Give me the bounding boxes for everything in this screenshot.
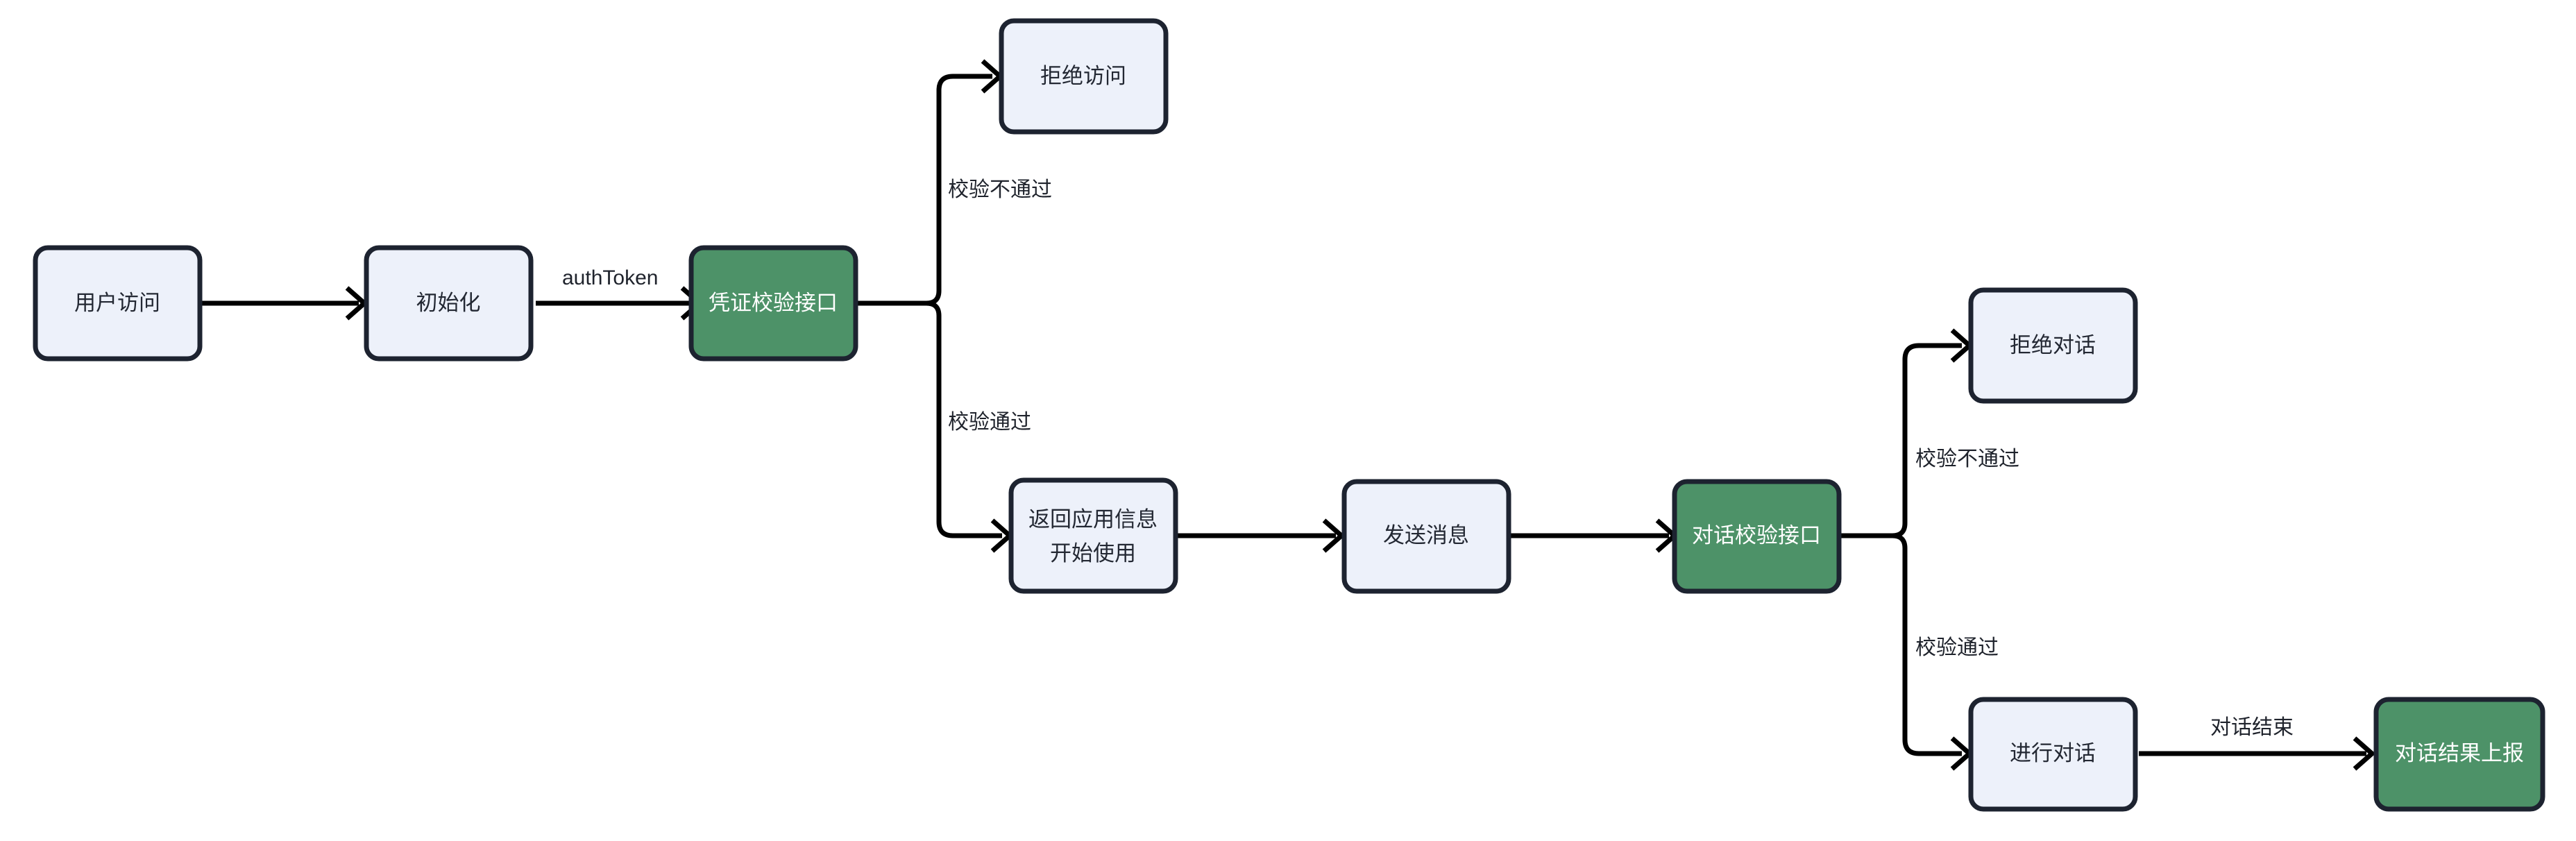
- node-label-reject-dialog: 拒绝对话: [2010, 333, 2096, 357]
- node-label-dialog-check-api: 对话校验接口: [1692, 523, 1821, 547]
- edge-label-authtoken: authToken: [562, 266, 658, 289]
- node-label-return-app-info-line1: 返回应用信息: [1028, 507, 1158, 532]
- node-shape[interactable]: [1341, 479, 1511, 594]
- node-credential-api[interactable]: 凭证校验接口: [688, 245, 858, 362]
- node-label-send-message: 发送消息: [1383, 523, 1469, 547]
- edge-label-credential-fail: 校验不通过: [948, 178, 1052, 201]
- edge-label-dialog-pass: 校验通过: [1915, 636, 1999, 659]
- node-label-return-app-info-line2: 开始使用: [1050, 541, 1136, 566]
- edge-do-dialog-to-report-result: 对话结束: [2139, 716, 2376, 771]
- edge-credential-api-to-return-app-info: 校验通过: [926, 300, 1031, 553]
- node-shape[interactable]: [688, 245, 858, 362]
- edge-return-app-info-to-send-message: [1178, 518, 1346, 553]
- node-label-report-result: 对话结果上报: [2395, 741, 2524, 765]
- node-shape[interactable]: [1968, 287, 2138, 404]
- node-user-access[interactable]: 用户访问: [33, 245, 203, 362]
- edge-line: [926, 300, 1002, 538]
- edge-send-message-to-dialog-check-api: [1511, 518, 1679, 553]
- edge-label-dialog-fail: 校验不通过: [1915, 448, 2019, 470]
- arrow-head-icon: [1322, 518, 1346, 553]
- node-deny-access[interactable]: 拒绝访问: [999, 18, 1169, 135]
- edge-user-access-to-initialize: [201, 286, 368, 321]
- node-shape[interactable]: [1672, 479, 1842, 594]
- node-shape[interactable]: [1008, 477, 1178, 594]
- node-initialize[interactable]: 初始化: [364, 245, 534, 362]
- edge-initialize-to-credential-api: authToken: [536, 266, 704, 321]
- node-label-deny-access: 拒绝访问: [1040, 64, 1126, 88]
- node-label-do-dialog: 进行对话: [2010, 741, 2096, 765]
- edge-credential-api-to-deny-access: 校验不通过: [926, 59, 1052, 306]
- node-label-initialize: 初始化: [416, 291, 481, 315]
- node-send-message[interactable]: 发送消息: [1341, 479, 1511, 594]
- node-shape[interactable]: [1968, 697, 2138, 812]
- node-label-credential-api: 凭证校验接口: [709, 291, 838, 315]
- edge-line: [926, 74, 992, 306]
- node-shape[interactable]: [33, 245, 203, 362]
- node-shape[interactable]: [999, 18, 1169, 135]
- node-shape[interactable]: [2373, 697, 2545, 812]
- node-reject-dialog[interactable]: 拒绝对话: [1968, 287, 2138, 404]
- arrow-head-icon: [2353, 736, 2376, 771]
- edge-line: [1892, 343, 1962, 538]
- edge-label-dialog-end: 对话结束: [2210, 716, 2294, 739]
- edge-label-credential-pass: 校验通过: [948, 411, 1031, 434]
- node-shape[interactable]: [364, 245, 534, 362]
- node-do-dialog[interactable]: 进行对话: [1968, 697, 2138, 812]
- node-label-user-access: 用户访问: [74, 291, 160, 315]
- edge-line: [1892, 533, 1962, 756]
- node-report-result[interactable]: 对话结果上报: [2373, 697, 2545, 812]
- node-dialog-check-api[interactable]: 对话校验接口: [1672, 479, 1842, 594]
- node-return-app-info[interactable]: 返回应用信息 开始使用: [1008, 477, 1178, 594]
